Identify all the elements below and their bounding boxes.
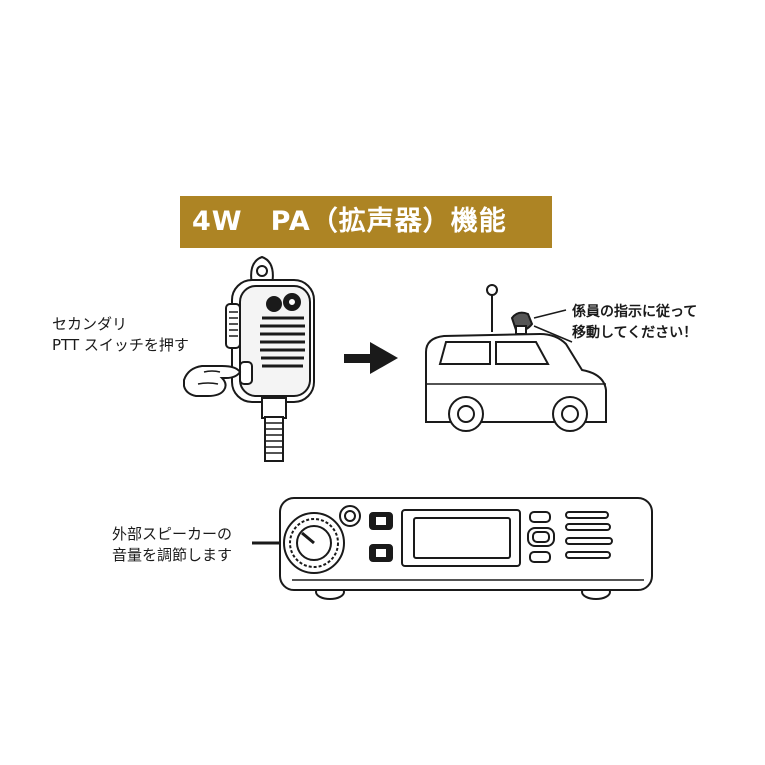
volume-instruction-line-1: 外部スピーカーの: [112, 525, 233, 543]
announcement-line-2: 移動してください！: [572, 325, 698, 341]
mic-instruction-line-1: セカンダリ: [52, 315, 128, 333]
title-banner: 4W PA（拡声器）機能: [180, 196, 552, 248]
pointing-hand-icon: [183, 365, 242, 397]
mic-instruction-label: セカンダリ PTT スイッチを押す: [52, 314, 189, 356]
mobile-radio-icon: [279, 497, 653, 600]
mic-instruction-line-2: PTT スイッチを押す: [52, 336, 189, 354]
volume-instruction-label: 外部スピーカーの 音量を調節します: [112, 524, 232, 566]
right-arrow-icon: [344, 342, 398, 374]
announcement-line-1: 係員の指示に従って: [572, 304, 698, 320]
banner-title: 4W PA（拡声器）機能: [192, 206, 507, 237]
hand-microphone-icon: [225, 255, 315, 462]
car-with-speaker-icon: [425, 284, 607, 432]
speaker-announcement: 係員の指示に従って 移動してください！: [572, 302, 697, 344]
volume-instruction-line-2: 音量を調節します: [112, 546, 233, 564]
